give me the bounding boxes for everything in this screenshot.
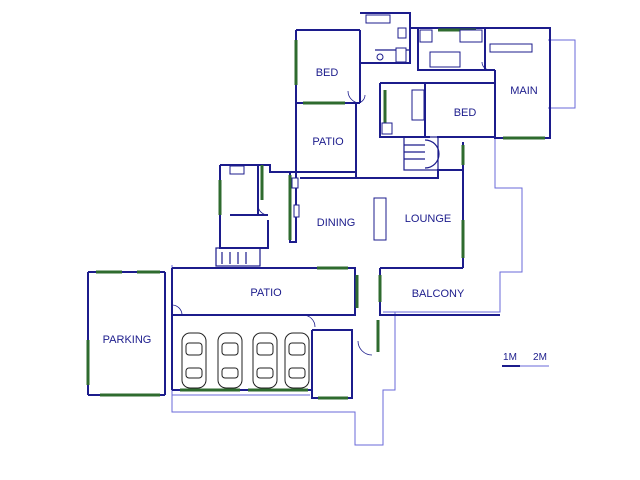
room-label-bed-upper: BED [316,67,339,79]
car-icon [252,332,278,389]
car-icon [181,332,207,389]
room-label-dining: DINING [317,217,356,229]
room-label-patio-lower: PATIO [250,287,282,299]
garage-cars [181,332,310,389]
fixtures [221,14,533,264]
room-label-patio-upper: PATIO [312,136,344,148]
car-icon [284,332,310,389]
room-labels: BED MAIN BED PATIO DINING LOUNGE PATIO B… [103,67,538,346]
outline-lines [171,39,576,446]
room-label-lounge: LOUNGE [405,213,451,225]
car-icon [217,332,243,389]
room-label-balcony: BALCONY [412,288,465,300]
scale-bar: 1M 2M [502,352,549,367]
room-label-main: MAIN [510,85,538,97]
room-label-bed-middle: BED [454,107,477,119]
doors [171,61,491,356]
room-label-parking: PARKING [103,334,152,346]
scale-label-1m: 1M [503,352,517,363]
windows [86,28,545,400]
scale-label-2m: 2M [533,352,547,363]
